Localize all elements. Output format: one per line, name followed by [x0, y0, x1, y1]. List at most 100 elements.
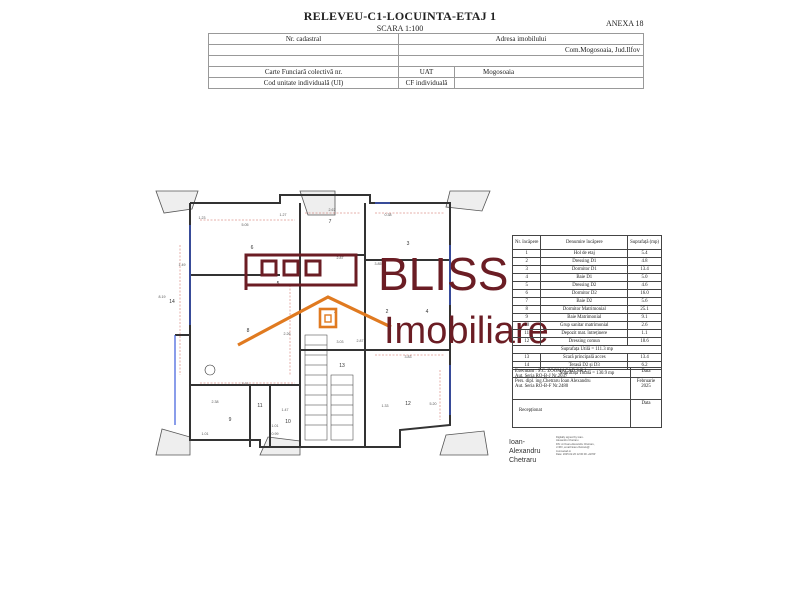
signature-line: DN: cn=Ioan-Alexandru Chetraru, [556, 442, 595, 446]
uat-value: Mogosoaia [454, 66, 644, 78]
room-number: 14 [169, 299, 175, 305]
dimension-label: 2.87 [337, 256, 344, 260]
roof-corner-n [299, 190, 336, 216]
signer-name-line: Alexandru [509, 448, 541, 455]
room-name-cell: Dormitor D1 [540, 265, 629, 274]
room-number: 4 [426, 309, 429, 315]
room-area-cell: 4.6 [627, 281, 662, 290]
signer-name-line: Chetraru [509, 457, 537, 464]
dimension-values: 1.23 5.05 1.27 2.67 0.38 1.49 8.19 2.38 … [159, 208, 437, 436]
useful-area-total: Suprafața Utilă = 111.3 mp [512, 345, 662, 354]
uat-label: UAT [398, 66, 455, 78]
cf-individuala-label: CF individuală [398, 77, 455, 89]
roof-corner-ne [445, 190, 491, 212]
signature-line: Date: 2025.02.26 12:00:00 +02'00' [556, 453, 596, 457]
cf-individuala-value [454, 77, 644, 89]
executant-line: Executant : S.C. ZOOMACAD S.R.L. [515, 369, 589, 374]
reception-label: Recepționat [512, 399, 631, 428]
room-nr-cell: 10 [511, 321, 542, 330]
table-row: Com.Mogosoaia, Jud.Ilfov [208, 44, 644, 56]
col-header-name: Denumire încăpere [540, 235, 629, 250]
room-nr-cell: 11 [511, 329, 542, 338]
room-number: 11 [257, 403, 262, 409]
executant-date: Data Februarie 2025 [630, 367, 662, 400]
room-area-cell: 4.8 [627, 257, 662, 266]
windows [174, 202, 451, 425]
roof-corner-se [439, 430, 489, 456]
room-area-cell: 5.0 [627, 273, 662, 282]
walls [175, 194, 451, 448]
dimension-label: 5.20 [430, 402, 437, 406]
staircase [304, 334, 354, 441]
room-name-cell: Dressing D1 [540, 257, 629, 266]
cadastral-info-table: Nr. cadastral Adresa imobilului Com.Mogo… [208, 33, 644, 89]
room-number: 10 [285, 419, 291, 425]
room-number: 2 [386, 309, 389, 315]
room-number: 12 [405, 401, 411, 407]
rooms-table: Nr. încăpere Denumire încăpere Suprafață… [511, 235, 662, 378]
scale-label: SCARA 1:100 [376, 24, 424, 33]
dimension-label: 1.33 [382, 404, 389, 408]
dimension-label: 2.26 [284, 332, 291, 336]
room-nr-cell: 8 [511, 305, 542, 314]
executant-info: Executant : S.C. ZOOMACAD S.R.L. Aut. Se… [512, 367, 631, 400]
dimension-label: 1.27 [280, 213, 287, 217]
executant-line: Aut. Seria RO-B-F Nr.2480 [515, 384, 569, 389]
room-name-cell: Dormitor D2 [540, 289, 629, 298]
room-area-cell: 13.4 [627, 265, 662, 274]
dimension-label: 8.19 [159, 295, 166, 299]
room-nr-cell: 3 [511, 265, 542, 274]
room-area-cell: 13.4 [627, 353, 662, 362]
nr-cadastral-value [208, 44, 399, 56]
dimension-label: 2.38 [212, 400, 219, 404]
table-row: Suprafața Utilă = 111.3 mp [512, 345, 662, 354]
dimension-label: 5.05 [242, 223, 249, 227]
room-area-cell: 16.0 [627, 289, 662, 298]
signer-name-line: Ioan- [509, 439, 525, 446]
reception-date: Data [630, 399, 662, 428]
room-name-cell: Dormitor Matrimonial [540, 305, 629, 314]
room-number: 8 [247, 328, 250, 334]
signature-line: Digitally signed by Ioan- [556, 436, 584, 439]
annex-label: ANEXA 18 [606, 19, 644, 28]
room-area-cell: 18.6 [627, 337, 662, 346]
dimension-label: 1.49 [179, 263, 186, 267]
executant-line: Pers. dipl. ing.Chetraru Ioan Alexandru [515, 379, 591, 384]
room-name-cell: Baie D1 [540, 273, 629, 282]
room-area-cell: 5.6 [627, 297, 662, 306]
table-row: Executant : S.C. ZOOMACAD S.R.L. Aut. Se… [512, 367, 662, 400]
floor-plan: 6 7 3 1 2 4 8 14 9 10 11 12 13 5 1.23 5.… [155, 190, 491, 456]
room-name-cell: Hol de etaj [540, 249, 629, 258]
digital-signature: Digitally signed by Ioan- Alexandru Chet… [556, 436, 602, 456]
room-nr-cell: 2 [511, 257, 542, 266]
date-year: 2025 [641, 384, 651, 389]
column-symbol [204, 364, 216, 376]
room-nr-cell: 7 [511, 297, 542, 306]
room-area-cell: 9.1 [627, 313, 662, 322]
table-row: Carte Funciară colectivă nr. UAT Mogosoa… [208, 66, 644, 78]
house-logo-icon [244, 253, 358, 290]
dimension-label: 1.01 [272, 424, 279, 428]
executant-line: Aut. Seria RO-B-J Nr.2037 [515, 374, 568, 379]
room-area-cell: 25.1 [627, 305, 662, 314]
roof-corner-sw [155, 428, 191, 456]
room-name-cell: Scară principală acces [540, 353, 629, 362]
empty-cell [208, 55, 399, 67]
room-number: 6 [251, 245, 254, 251]
room-nr-cell: 9 [511, 313, 542, 322]
table-row: Cod unitate individuală (UI) CF individu… [208, 77, 644, 89]
dimension-label: 3.85 [375, 262, 382, 266]
dimension-label: 1.01 [202, 432, 209, 436]
room-nr-cell: 1 [511, 249, 542, 258]
carte-funciara-label: Carte Funciară colectivă nr. [208, 66, 399, 78]
brand-name: BLISS [378, 248, 508, 300]
